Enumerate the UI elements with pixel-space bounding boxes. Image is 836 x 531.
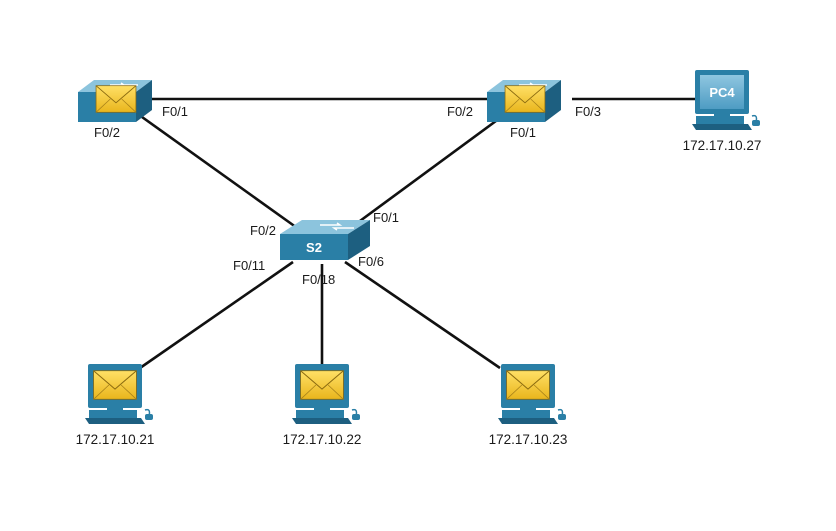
port-label-right-f01: F0/1 (510, 125, 536, 140)
port-label-right-f03: F0/3 (575, 104, 601, 119)
switch-right-top[interactable] (486, 79, 562, 123)
link-s2-to-pc3 (344, 260, 501, 370)
link-s2-to-pc1 (139, 260, 294, 370)
port-label-left-f01: F0/1 (162, 104, 188, 119)
port-label-left-f02: F0/2 (94, 125, 120, 140)
switch-left-top[interactable] (77, 79, 153, 123)
port-label-s2-f018: F0/18 (302, 272, 335, 287)
pc1-workstation[interactable] (84, 364, 154, 425)
ip-label-pc2: 172.17.10.22 (283, 432, 362, 447)
pc4-workstation[interactable]: PC4 (691, 70, 761, 131)
pc3-workstation[interactable] (497, 364, 567, 425)
port-label-s2-f01: F0/1 (373, 210, 399, 225)
pc4-label: PC4 (709, 85, 735, 100)
ip-label-pc1: 172.17.10.21 (76, 432, 155, 447)
port-label-s2-f02: F0/2 (250, 223, 276, 238)
port-label-s2-f011: F0/11 (233, 258, 265, 273)
link-left-switch-to-s2 (134, 110, 301, 232)
switch-s2[interactable]: S2 (280, 220, 370, 260)
link-right-switch-to-s2 (344, 116, 501, 234)
port-label-s2-f06: F0/6 (358, 254, 384, 269)
ip-label-pc4: 172.17.10.27 (683, 138, 762, 153)
pc2-workstation[interactable] (291, 364, 361, 425)
s2-label: S2 (306, 240, 322, 255)
port-label-right-f02: F0/2 (447, 104, 473, 119)
ip-label-pc3: 172.17.10.23 (489, 432, 568, 447)
